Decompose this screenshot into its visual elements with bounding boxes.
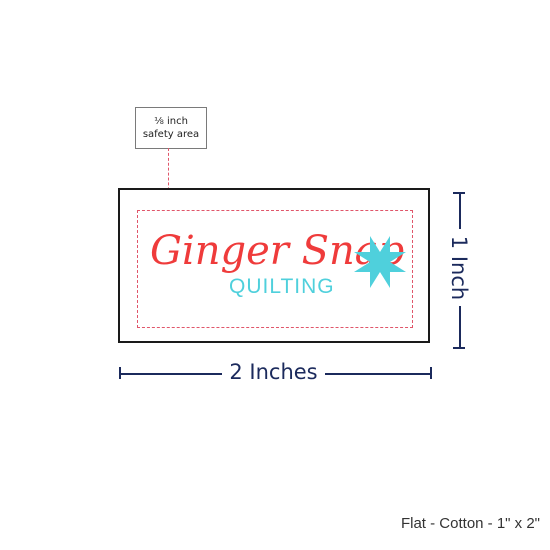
logo-tagline-text: QUILTING (229, 275, 335, 298)
width-dimension-line-right (325, 373, 431, 375)
callout-leader-line (168, 148, 169, 210)
height-dimension-line-top (459, 193, 461, 229)
callout-line-2: safety area (142, 129, 200, 140)
logo-brand-text: Ginger Snap (150, 228, 405, 274)
width-dimension-label: 2 Inches (229, 360, 318, 384)
width-dimension-cap-right (430, 367, 432, 379)
height-dimension-line-bottom (459, 306, 461, 348)
width-dimension-line-left (120, 373, 222, 375)
safety-area-border (137, 210, 413, 328)
product-caption: Flat - Cotton - 1" x 2" (400, 515, 540, 532)
height-dimension-label: 1 Inch (447, 235, 471, 301)
quilt-star-icon (354, 236, 406, 288)
callout-line-1: ⅛ inch (154, 116, 188, 127)
safety-area-callout: ⅛ inch safety area (135, 107, 207, 149)
height-dimension-cap-bottom (453, 347, 465, 349)
